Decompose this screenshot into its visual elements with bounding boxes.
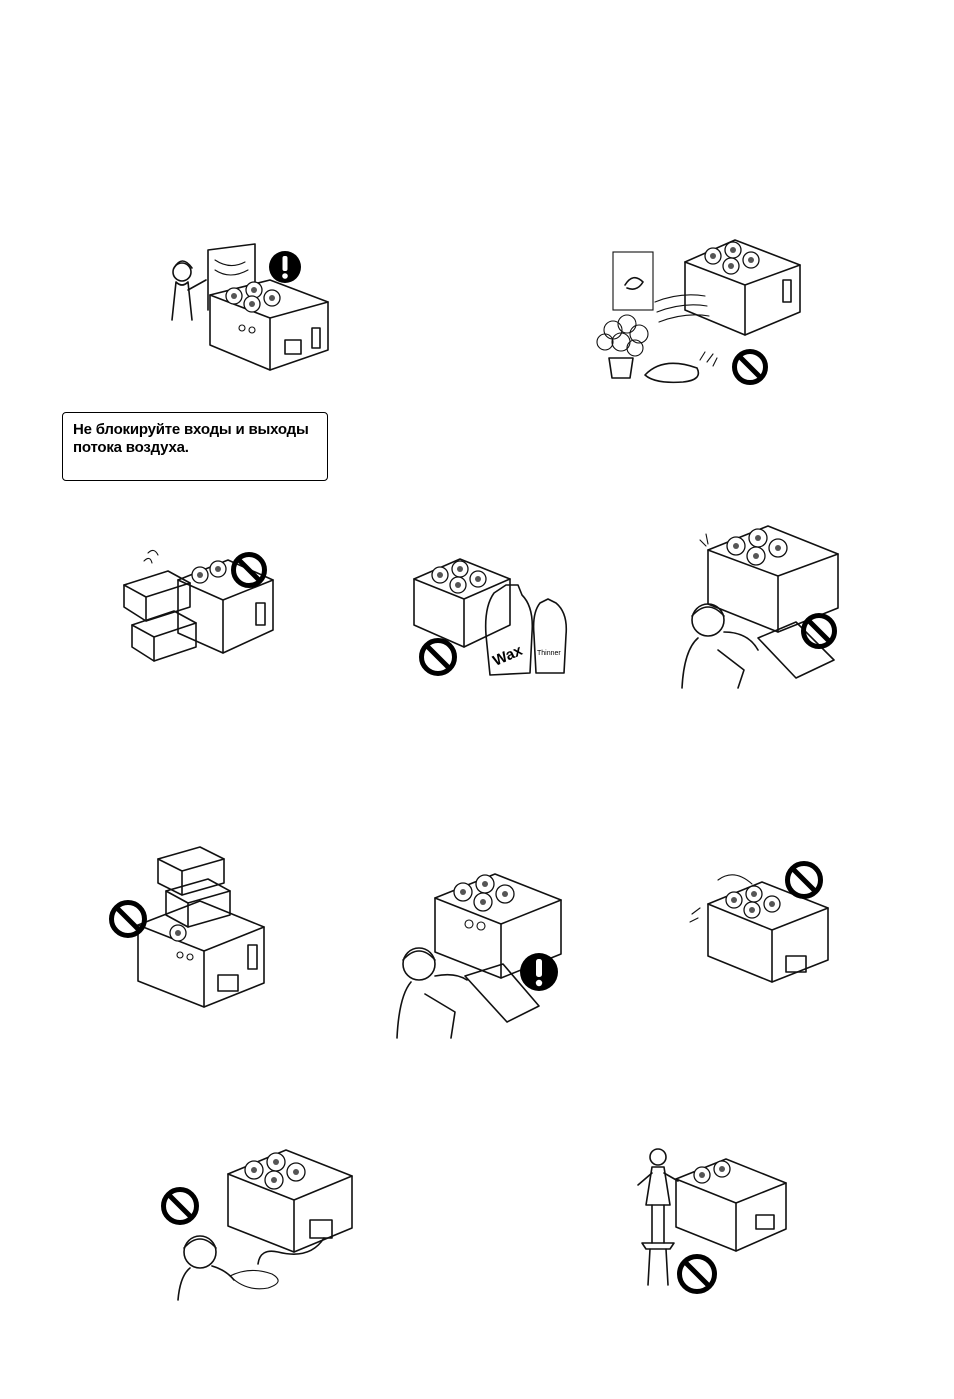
illustration-wax-thinner: Wax Thinner (410, 555, 575, 680)
illustration-airflow-plant-pet (585, 230, 805, 390)
illustration-touching-filter-prohibited (678, 520, 843, 688)
thinner-label: Thinner (537, 650, 561, 657)
wax-label: Wax (490, 642, 525, 670)
illustration-stacked-boxes-on-unit (108, 845, 268, 1015)
prohibition-icon (676, 1253, 718, 1295)
illustration-blocked-doorway (160, 240, 335, 375)
illustration-standing-on-stool-prohibited (630, 1145, 790, 1297)
prohibition-icon (108, 899, 148, 939)
caption-text: Не блокируйте входы и выходы потока возд… (73, 421, 309, 456)
prohibition-icon (230, 551, 268, 589)
prohibition-icon (800, 612, 838, 650)
prohibition-icon (784, 860, 824, 900)
exclamation-icon (519, 952, 559, 992)
prohibition-icon (418, 637, 458, 677)
illustration-boxes-against-unit (118, 545, 278, 670)
caption-box: Не блокируйте входы и выходы потока возд… (62, 412, 328, 481)
illustration-water-spill-prohibited (160, 1140, 355, 1300)
prohibition-icon (731, 348, 769, 386)
prohibition-icon (160, 1186, 200, 1226)
exclamation-icon (268, 250, 302, 284)
illustration-handling-filter-caution (395, 868, 565, 1038)
illustration-unit-hands-prohibited (682, 858, 837, 988)
